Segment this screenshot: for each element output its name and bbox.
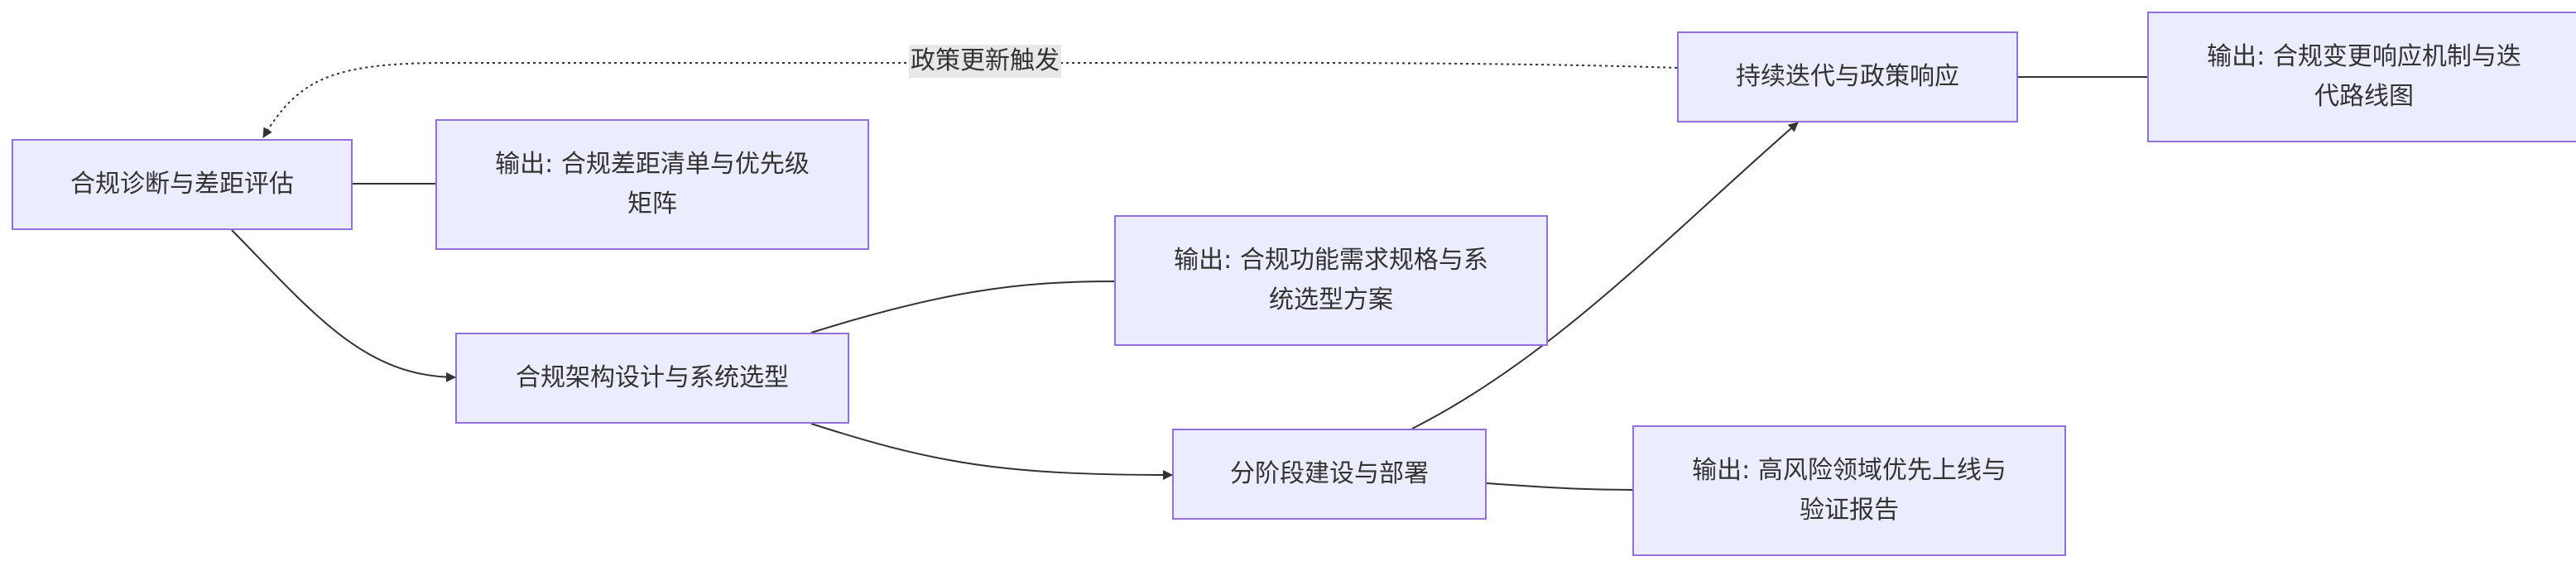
node-architecture-output-label: 输出: 合规功能需求规格与系统选型方案 <box>1174 246 1488 314</box>
edge-architecture-to-deployment <box>810 423 1173 480</box>
node-architecture-label: 合规架构设计与系统选型 <box>516 363 789 392</box>
node-deployment-output-label: 输出: 高风险领域优先上线与验证报告 <box>1692 456 2006 525</box>
node-iteration-label: 持续迭代与政策响应 <box>1736 62 1959 91</box>
node-iteration: 持续迭代与政策响应 <box>1677 31 2018 122</box>
node-iteration-output: 输出: 合规变更响应机制与迭代路线图 <box>2147 12 2576 142</box>
node-diagnosis-output-label: 输出: 合规差距清单与优先级矩阵 <box>495 150 810 218</box>
edge-deployment-to-output <box>1486 482 1633 491</box>
node-diagnosis-label: 合规诊断与差距评估 <box>70 170 294 199</box>
node-deployment-output: 输出: 高风险领域优先上线与验证报告 <box>1632 425 2066 556</box>
node-diagnosis-output: 输出: 合规差距清单与优先级矩阵 <box>435 119 869 250</box>
edge-architecture-to-output <box>810 281 1115 333</box>
edge-diagnosis-to-architecture <box>231 229 456 382</box>
edge-label-policy-trigger: 政策更新触发 <box>909 45 1061 78</box>
edge-deployment-to-iteration <box>1411 122 1799 429</box>
node-architecture: 合规架构设计与系统选型 <box>455 333 849 424</box>
node-architecture-output: 输出: 合规功能需求规格与系统选型方案 <box>1114 215 1548 346</box>
node-diagnosis: 合规诊断与差距评估 <box>12 139 353 230</box>
edge-policy-feedback <box>262 61 1678 138</box>
node-iteration-output-label: 输出: 合规变更响应机制与迭代路线图 <box>2207 42 2521 111</box>
node-deployment: 分阶段建设与部署 <box>1172 429 1487 520</box>
node-deployment-label: 分阶段建设与部署 <box>1230 459 1429 488</box>
